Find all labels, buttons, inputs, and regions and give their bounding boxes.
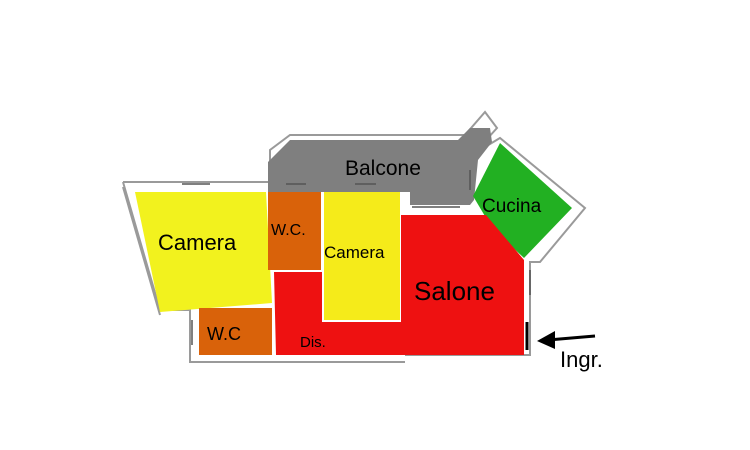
room-wc-bottom <box>199 308 272 355</box>
room-balcone <box>268 128 492 205</box>
room-disimpegno <box>274 272 401 355</box>
label-camera-left: Camera <box>158 230 237 255</box>
window-marks <box>182 170 531 345</box>
label-salone: Salone <box>414 276 495 306</box>
label-disimpegno: Dis. <box>300 334 326 351</box>
label-camera-center: Camera <box>324 243 385 262</box>
room-wc-top <box>268 192 321 270</box>
room-camera-left <box>135 192 272 312</box>
label-balcone: Balcone <box>345 157 421 180</box>
room-camera-center <box>324 192 400 320</box>
label-cucina: Cucina <box>482 196 542 217</box>
left-arrow-icon <box>537 331 596 349</box>
label-entrance: Ingr. <box>560 347 603 372</box>
label-wc-bottom: W.C <box>207 324 241 344</box>
room-salone <box>401 215 524 355</box>
label-wc-top: W.C. <box>271 222 306 239</box>
